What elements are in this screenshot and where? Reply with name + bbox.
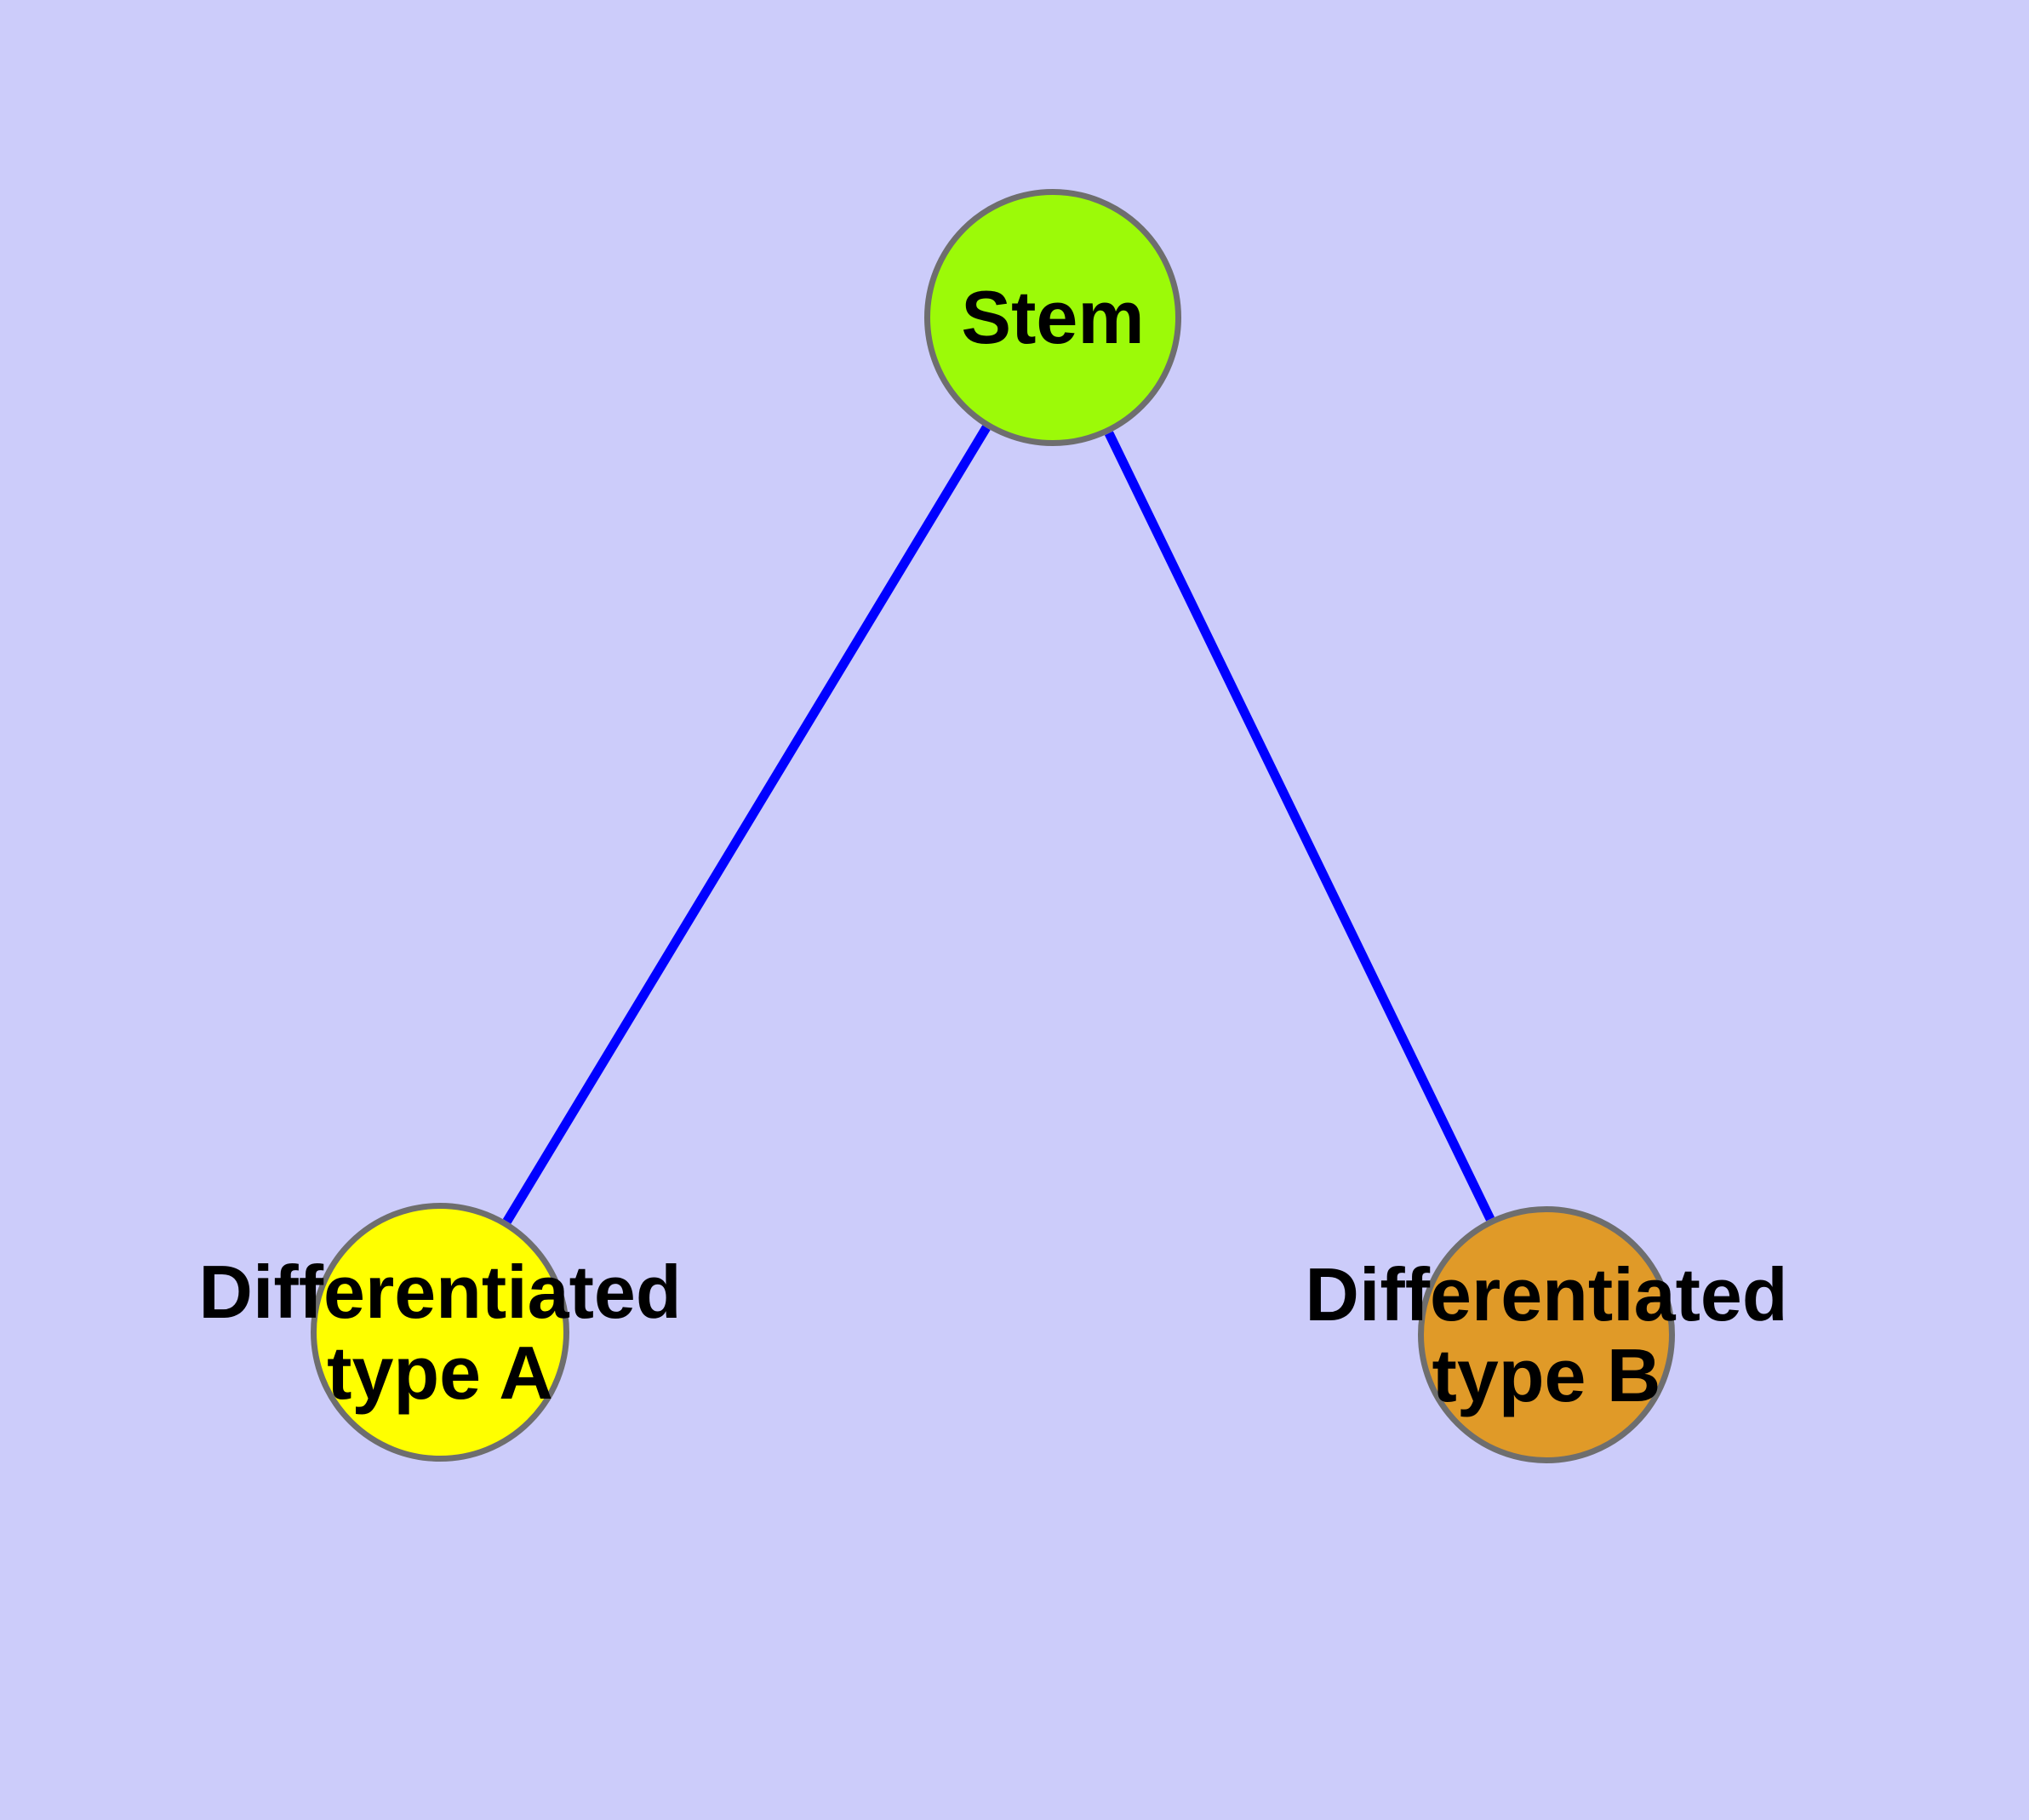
node-differentiated-type-b[interactable]: [1418, 1206, 1675, 1463]
edge-stem-to-diff-b: [1104, 431, 1495, 1222]
node-differentiated-type-a[interactable]: [311, 1203, 569, 1462]
edge-stem-to-diff-a: [502, 425, 991, 1224]
node-stem[interactable]: [924, 189, 1181, 446]
